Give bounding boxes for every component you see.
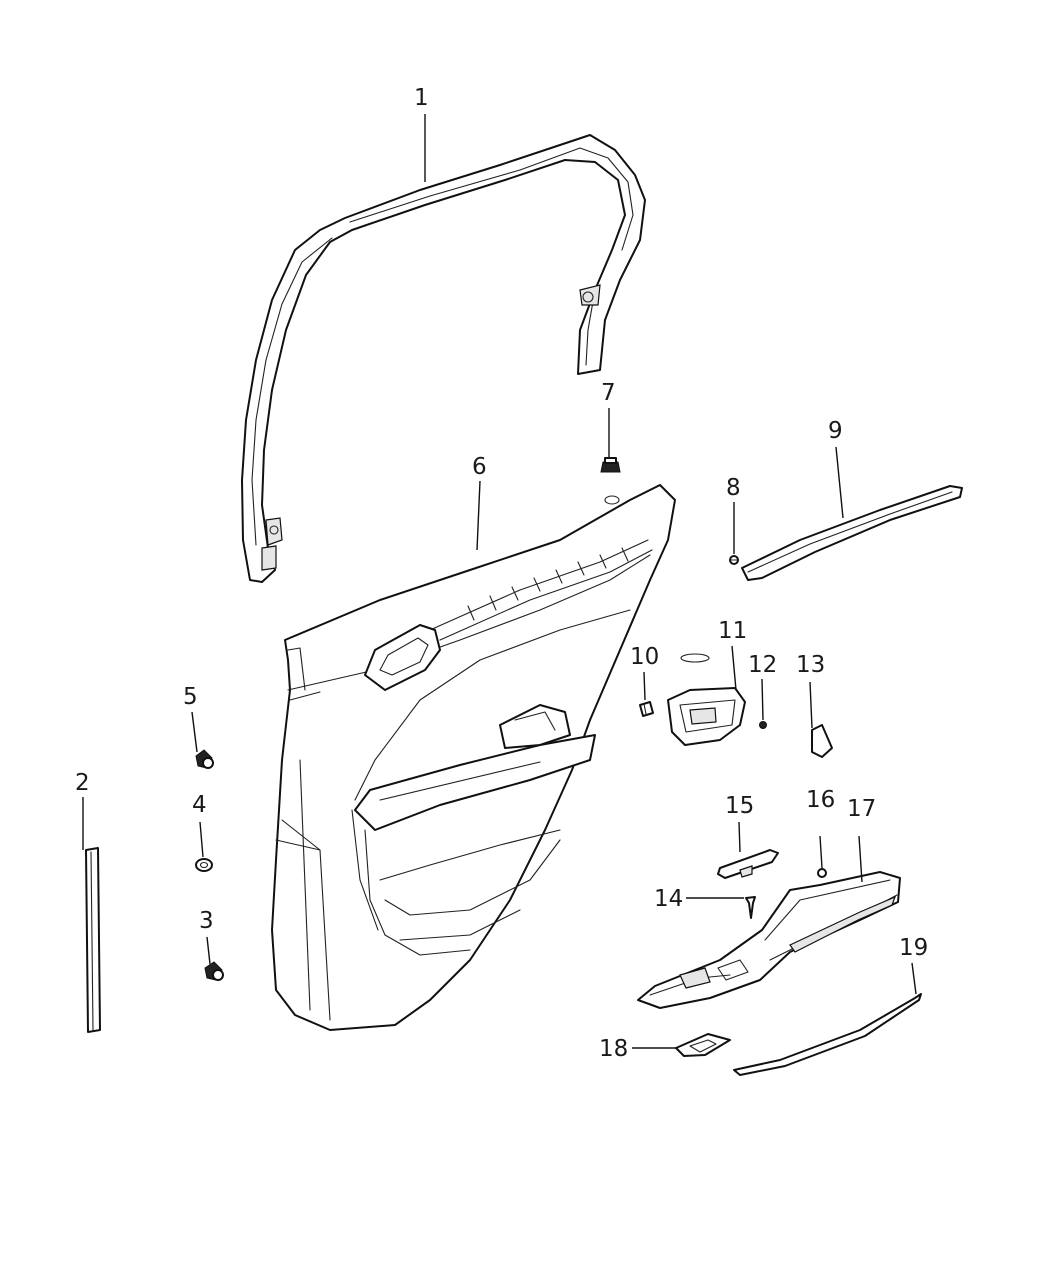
part-5-fastener — [195, 749, 214, 769]
callout-8: 8 — [726, 475, 741, 501]
part-10-clip — [639, 701, 654, 717]
callout-9: 9 — [828, 418, 843, 444]
part-6-door-trim-panel — [271, 484, 676, 1031]
callout-7: 7 — [601, 380, 616, 406]
part-15-bezel — [717, 849, 779, 879]
callout-5: 5 — [183, 684, 198, 710]
part-4-grommet — [195, 858, 213, 872]
part-8-screw — [729, 555, 739, 565]
part-9-trim-molding — [741, 485, 963, 581]
callout-10: 10 — [630, 644, 659, 670]
callout-1: 1 — [414, 85, 429, 111]
part-1-weatherstrip — [241, 134, 646, 583]
part-7-plug — [600, 457, 621, 473]
part-12-screw — [759, 721, 767, 729]
part-11-door-handle — [667, 653, 746, 746]
part-14-screw — [745, 896, 756, 919]
part-16-clip — [817, 868, 827, 878]
callout-11: 11 — [718, 618, 747, 644]
callout-6: 6 — [472, 454, 487, 480]
leader-lines — [82, 114, 917, 1049]
part-18-bracket — [675, 1033, 731, 1057]
callout-16: 16 — [806, 787, 835, 813]
callout-13: 13 — [796, 652, 825, 678]
callouts: 1 2 3 4 5 6 7 8 9 10 11 12 13 14 15 16 1… — [75, 85, 928, 1062]
callout-4: 4 — [192, 792, 207, 818]
callout-3: 3 — [199, 908, 214, 934]
callout-2: 2 — [75, 770, 90, 796]
panel-slot-row — [467, 547, 629, 621]
callout-15: 15 — [725, 793, 754, 819]
part-19-trim-strip — [733, 993, 922, 1076]
part-2-seal-strip — [85, 847, 101, 1033]
part-17-armrest-bezel — [637, 871, 901, 1009]
callout-12: 12 — [748, 652, 777, 678]
callout-19: 19 — [899, 935, 928, 961]
callout-17: 17 — [847, 796, 876, 822]
callout-14: 14 — [654, 886, 683, 912]
part-13-cover — [811, 724, 833, 758]
part-3-fastener — [204, 961, 224, 981]
callout-18: 18 — [599, 1036, 628, 1062]
